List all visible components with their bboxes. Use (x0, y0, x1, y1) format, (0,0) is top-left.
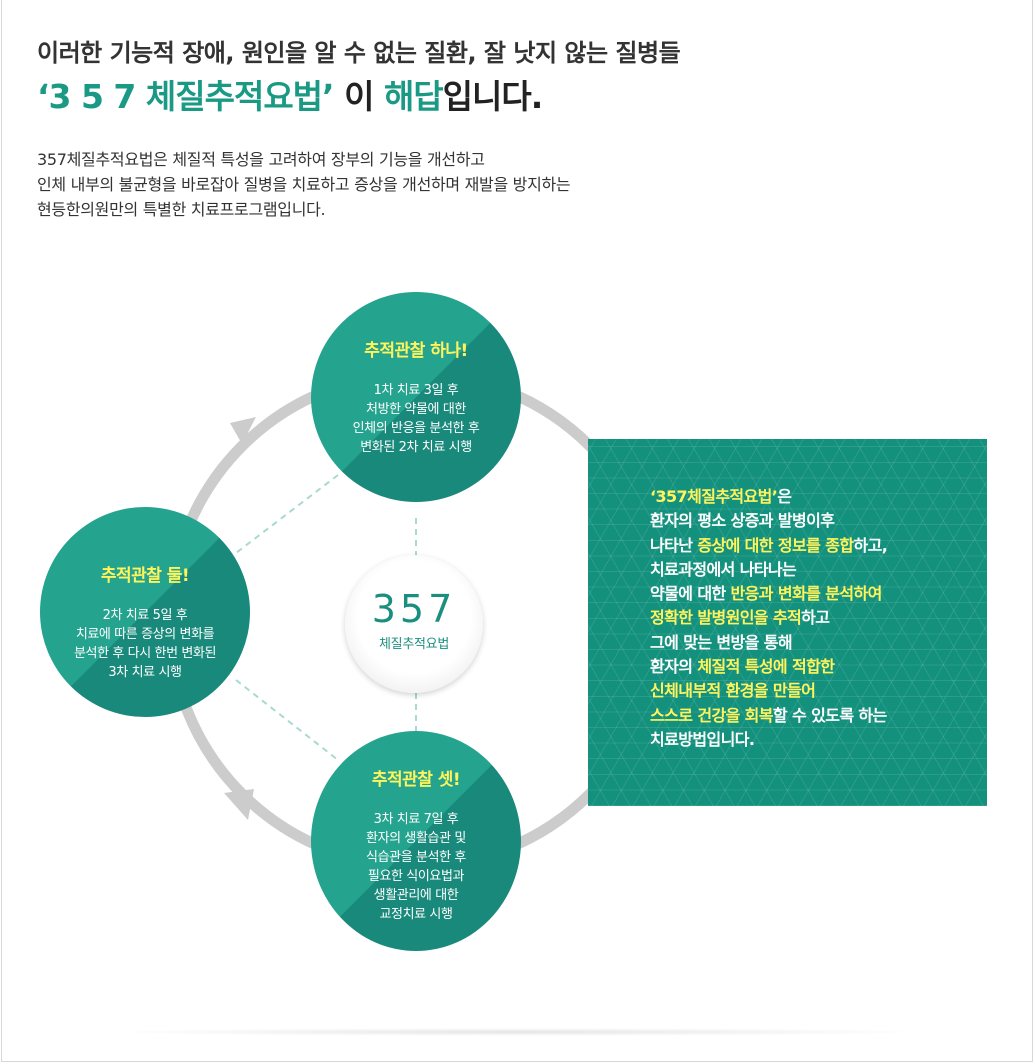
stage-line: 식습관을 분석한 후 (366, 850, 466, 865)
summary-box: ‘357체질추적요법’은 환자의 평소 상증과 발병이후 나타난 증상에 대한 … (588, 439, 987, 806)
cycle-arrow-upper-icon (230, 417, 256, 444)
heading-line2: ‘3 5 7 체질추적요법’ 이 해답입니다. (37, 74, 680, 120)
stage-line: 변화된 2차 치료 시행 (360, 440, 472, 455)
stage-one-description: 1차 치료 3일 후 처방한 약물에 대한 인체의 반응을 분석한 후 변화된 … (311, 381, 521, 457)
stage-two-circle: 추적관찰 둘! 2차 치료 5일 후 치료에 따른 증상의 변화를 분석한 후 … (40, 507, 250, 717)
summary-line: 그에 맞는 변방을 통해 (650, 632, 793, 652)
bottom-shadow (100, 1028, 935, 1036)
summary-line: 스스로 건강을 회복할 수 있도록 하는 (650, 704, 987, 728)
summary-line: 정확한 발병원인을 추적하고 (650, 606, 987, 630)
summary-highlight: 체질적 특성에 적합한 (697, 657, 835, 677)
stage-one-title: 추적관찰 하나! (364, 341, 468, 361)
summary-highlight: 스스로 건강을 회복 (650, 705, 774, 725)
intro-paragraph: 357체질추적요법은 체질적 특성을 고려하여 장부의 기능을 개선하고 인체 … (37, 147, 757, 222)
intro-line: 현등한의원만의 특별한 치료프로그램입니다. (37, 200, 326, 219)
summary-text: 할 수 있도록 하는 (772, 705, 887, 725)
summary-highlight: 정확한 발병원인을 추적 (650, 608, 802, 628)
intro-line: 357체질추적요법은 체질적 특성을 고려하여 장부의 기능을 개선하고 (37, 150, 485, 169)
summary-text: 하고 (801, 608, 830, 628)
stage-line: 3차 치료 7일 후 (373, 812, 459, 827)
connector-line-upper-left (235, 474, 339, 554)
summary-line: 나타난 증상에 대한 정보를 종합하고, (650, 534, 987, 558)
heading-method-name: ‘3 5 7 체질추적요법’ (37, 77, 335, 116)
stage-line: 분석한 후 다시 한번 변화된 (73, 646, 217, 661)
summary-highlight: 반응과 변화를 분석하여 (730, 584, 883, 604)
summary-text: 은 (777, 487, 792, 506)
stage-line: 교정치료 시행 (379, 907, 453, 922)
stage-line: 환자의 생활습관 및 (366, 831, 466, 846)
intro-line: 인체 내부의 불균형을 바로잡아 질병을 치료하고 증상을 개선하며 재발을 방… (37, 175, 571, 194)
stage-line: 처방한 약물에 대한 (366, 402, 466, 417)
stage-line: 2차 치료 5일 후 (102, 608, 188, 623)
stage-line: 필요한 식이요법과 (367, 869, 465, 884)
stage-line: 생활관리에 대한 (373, 888, 459, 903)
stage-three-title: 추적관찰 셋! (371, 770, 461, 790)
cycle-arrow-lower-icon (224, 789, 254, 820)
summary-highlight: 증상에 대한 정보를 종합 (697, 535, 854, 555)
summary-text: 나타난 (650, 535, 698, 555)
summary-line: ‘357체질추적요법’은 (650, 485, 987, 509)
center-badge: 357 체질추적요법 (345, 555, 483, 693)
summary-line: 약물에 대한 반응과 변화를 분석하여 (650, 582, 987, 606)
summary-text: 환자의 (650, 657, 698, 677)
heading-answer: 해답 (383, 77, 444, 116)
stage-line: 1차 치료 3일 후 (373, 383, 459, 398)
summary-line: 치료과정에서 나타나는 (650, 559, 797, 579)
stage-line: 인체의 반응을 분석한 후 (352, 421, 480, 436)
heading-line1: 이러한 기능적 장애, 원인을 알 수 없는 질환, 잘 낫지 않는 질병들 (37, 39, 681, 67)
stage-line: 3차 치료 시행 (108, 665, 182, 680)
heading-connector: 이 (333, 77, 384, 116)
stage-line: 치료에 따른 증상의 변화를 (75, 627, 215, 642)
summary-line: 신체내부적 환경을 만들어 (650, 681, 816, 701)
connector-line-lower-left (235, 679, 339, 761)
stage-two-title: 추적관찰 둘! (100, 566, 190, 586)
center-number: 357 (371, 587, 457, 631)
summary-text: 하고, (853, 535, 888, 555)
page-heading: 이러한 기능적 장애, 원인을 알 수 없는 질환, 잘 낫지 않는 질병들 ‘… (37, 36, 681, 120)
heading-ending: 입니다. (442, 77, 544, 116)
stage-two-description: 2차 치료 5일 후 치료에 따른 증상의 변화를 분석한 후 다시 한번 변화… (40, 606, 250, 682)
summary-line: 환자의 체질적 특성에 적합한 (650, 655, 987, 679)
stage-three-circle: 추적관찰 셋! 3차 치료 7일 후 환자의 생활습관 및 식습관을 분석한 후… (311, 731, 521, 951)
center-label: 체질추적요법 (379, 637, 449, 652)
summary-text: 약물에 대한 (650, 584, 731, 604)
summary-line: 치료방법입니다. (650, 729, 755, 749)
summary-line: 환자의 평소 상증과 발병이후 (650, 511, 835, 531)
stage-three-description: 3차 치료 7일 후 환자의 생활습관 및 식습관을 분석한 후 필요한 식이요… (311, 810, 521, 924)
summary-highlight: ‘357체질추적요법’ (650, 487, 778, 506)
stage-one-circle: 추적관찰 하나! 1차 치료 3일 후 처방한 약물에 대한 인체의 반응을 분… (311, 292, 521, 502)
